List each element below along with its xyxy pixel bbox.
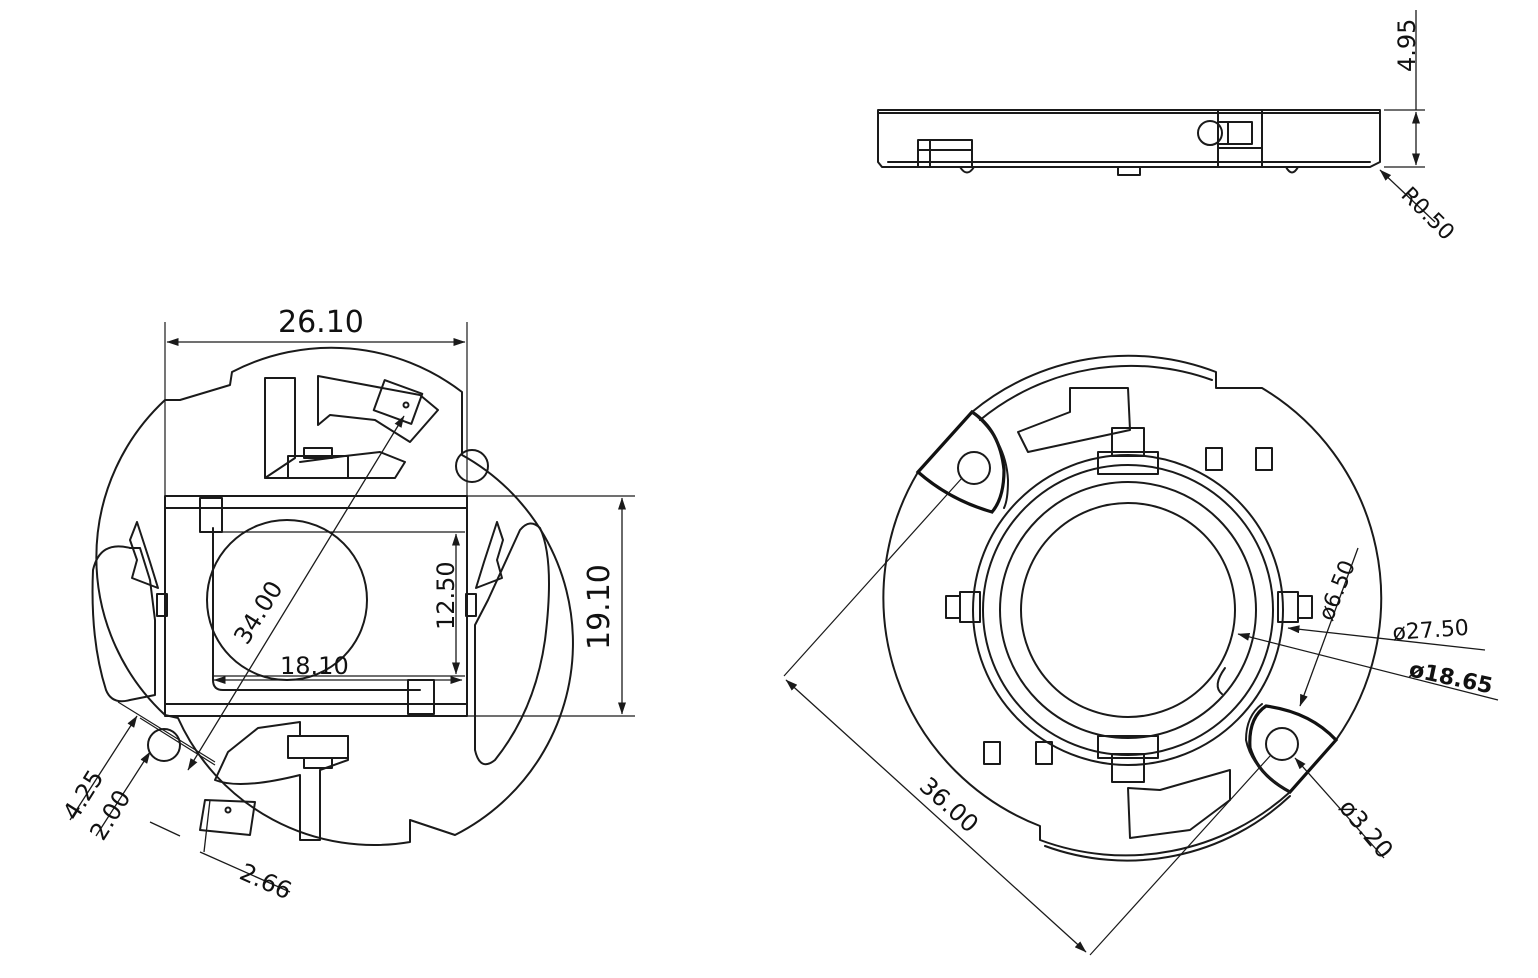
dim-label-27-50: ø27.50 [1392,616,1470,646]
dim-label-6-50: ø6.50 [1314,557,1361,624]
dim-inner-dia: ø18.65 [1237,632,1499,701]
dim-height-total: 4.95 [1384,10,1425,168]
dim-label-2-66: 2.66 [236,858,296,905]
dim-boss-dia: ø6.50 [1299,547,1361,707]
dim-label-4-95: 4.95 [1393,19,1421,72]
dim-outer-dia: ø27.50 [1287,616,1486,651]
dim-hole-dia: ø3.20 [1294,757,1399,864]
dim-height-right: 19.10 [467,495,635,717]
dim-label-18-65: ø18.65 [1407,657,1495,699]
side-view [877,109,1381,176]
dim-label-r050: R0.50 [1396,183,1459,246]
dim-width-top: 26.10 [164,305,468,496]
dim-label-12-50: 12.50 [432,561,460,630]
dim-label-3-20: ø3.20 [1333,794,1398,864]
dim-label-26-10: 26.10 [278,305,364,340]
right-front-view [882,354,1383,862]
dim-hole-offsets: 4.25 2.00 2.66 [57,701,296,905]
dim-edge-radius: R0.50 [1379,169,1459,246]
dim-label-19-10: 19.10 [582,564,617,650]
dim-hole-spacing: 36.00 [783,477,1271,956]
dim-inner-width: 18.10 [213,652,463,684]
dim-label-34-00: 34.00 [228,576,288,649]
dim-label-18-10: 18.10 [280,652,349,680]
